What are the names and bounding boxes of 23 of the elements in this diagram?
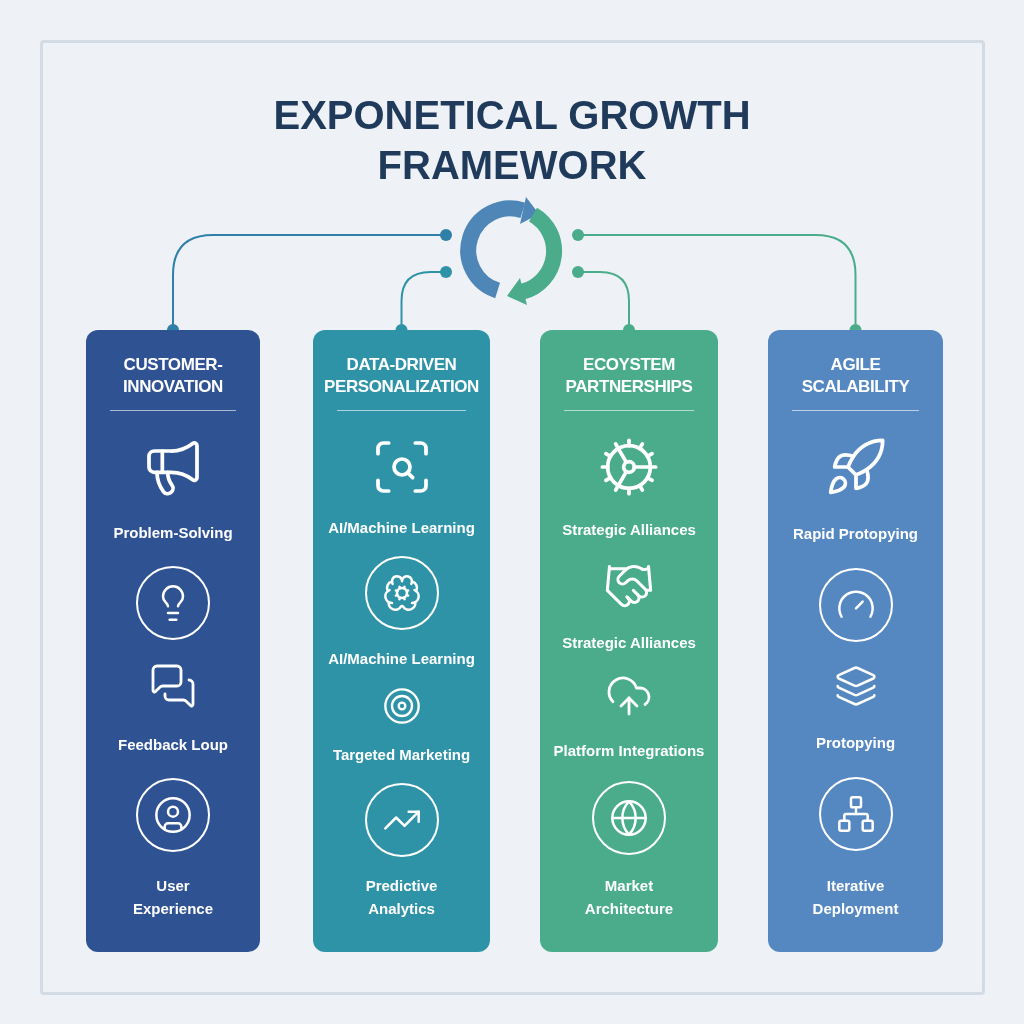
item-label: Protopying — [815, 733, 896, 754]
item-label: Problem-Solving — [113, 523, 233, 544]
column-panel — [86, 330, 260, 952]
column-heading: DATA-DRIVEN PERSONALIZATION — [323, 354, 480, 398]
column-panel — [313, 330, 490, 952]
column-panel — [768, 330, 943, 952]
item-label: User Experience — [131, 875, 214, 919]
column-heading: ECOYSTEM PARTNERSHIPS — [564, 354, 694, 398]
item-label: AI/Machine Learning — [328, 648, 475, 669]
title: EXPONETICAL GROWTH FRAMEWORK — [272, 92, 752, 189]
item-label: Iterative Deployment — [811, 875, 900, 919]
item-label: Targeted Marketing — [332, 745, 471, 766]
item-label: AI/Machine Learning — [328, 517, 475, 538]
item-label: Strategic Alliances — [562, 519, 696, 540]
item-label: Platform Integrations — [553, 741, 705, 762]
item-label: Market Architecture — [583, 875, 675, 919]
item-label: Predictive Analytics — [364, 875, 439, 919]
item-label: Rapid Protopying — [793, 523, 918, 544]
item-label: Feedback Loup — [118, 734, 228, 755]
column-heading: AGILE SCALABILITY — [800, 354, 911, 398]
item-label: Strategic Alliances — [562, 632, 696, 653]
column-panel — [540, 330, 718, 952]
column-heading: CUSTOMER- INNOVATION — [122, 354, 224, 398]
